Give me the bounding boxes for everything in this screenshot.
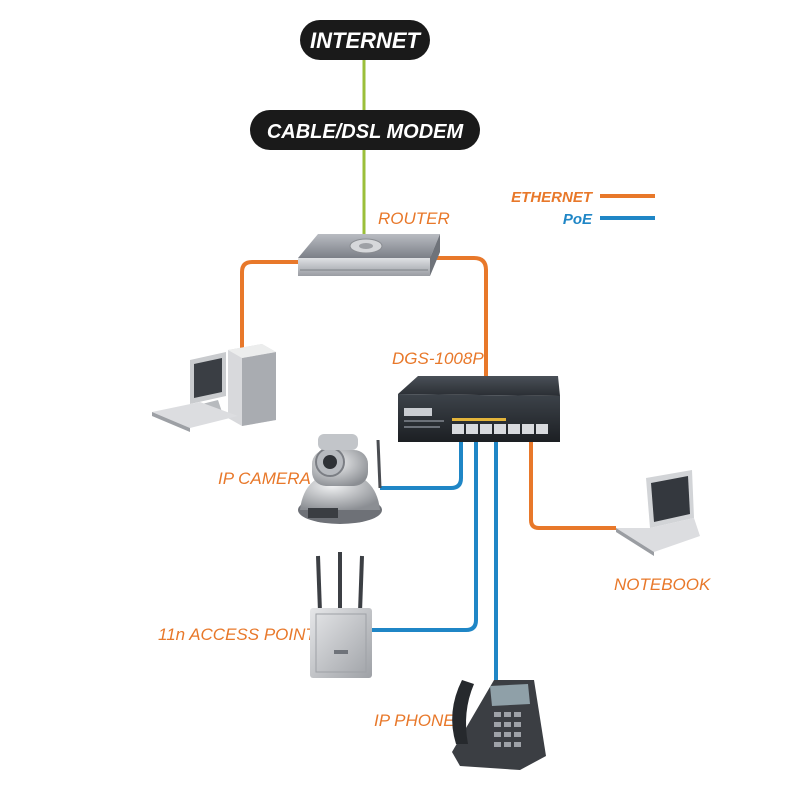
legend-poe-label: PoE bbox=[563, 211, 593, 228]
switch-ports bbox=[452, 418, 548, 434]
access-point-device bbox=[310, 552, 372, 678]
ip-camera-label: IP CAMERA bbox=[218, 469, 311, 488]
access-point-label: 11n ACCESS POINT bbox=[158, 625, 317, 644]
desktop-pc-device bbox=[152, 344, 276, 432]
modem-node: CABLE/DSL MODEM bbox=[250, 110, 480, 150]
switch-label: DGS-1008P bbox=[392, 349, 484, 368]
legend: ETHERNET PoE bbox=[511, 189, 655, 228]
router-device bbox=[298, 234, 440, 276]
ethernet-link-router-switch bbox=[428, 256, 488, 382]
poe-link-switch-camera bbox=[380, 442, 463, 490]
ethernet-link-switch-notebook bbox=[529, 442, 616, 530]
notebook-label: NOTEBOOK bbox=[614, 575, 711, 594]
notebook-device bbox=[616, 470, 700, 556]
switch-device bbox=[398, 376, 560, 442]
ip-camera-device bbox=[298, 434, 382, 524]
ip-phone-label: IP PHONE bbox=[374, 711, 455, 730]
internet-label: INTERNET bbox=[310, 28, 422, 53]
router-label: ROUTER bbox=[378, 209, 450, 228]
poe-link-switch-access-point bbox=[372, 442, 478, 632]
ethernet-link-router-pc bbox=[240, 260, 300, 352]
legend-ethernet-label: ETHERNET bbox=[511, 189, 594, 206]
internet-node: INTERNET bbox=[300, 20, 430, 60]
ip-phone-device bbox=[452, 680, 546, 770]
modem-label: CABLE/DSL MODEM bbox=[267, 121, 465, 143]
